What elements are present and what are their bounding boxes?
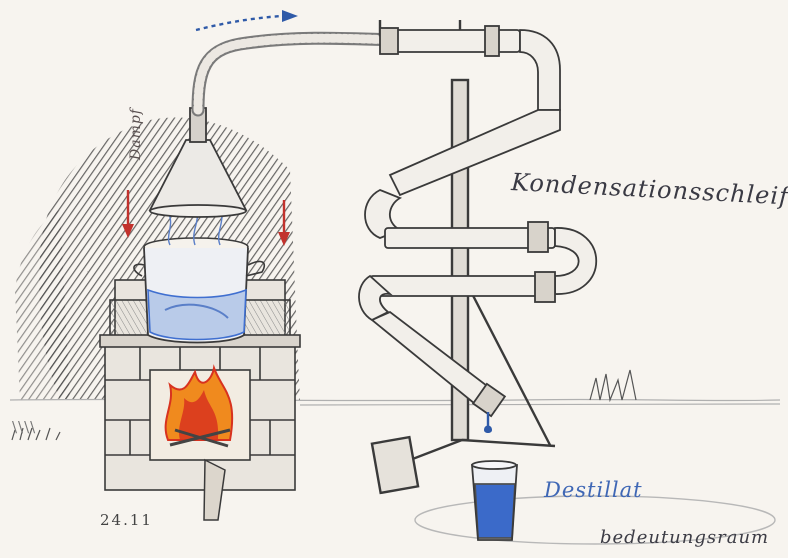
- inlet-pipe: [380, 26, 560, 110]
- date-label: 24.11: [100, 511, 153, 529]
- grass-note-label: \\\\: [12, 418, 36, 436]
- cooking-pot: [134, 238, 264, 343]
- flow-arrow-icon: [196, 10, 298, 30]
- flexible-hose: [198, 38, 395, 110]
- condenser-stand: [372, 20, 555, 493]
- steam-note-label: Dampf: [128, 108, 144, 160]
- stove-flue: [204, 460, 225, 520]
- distillate-label: Destillat: [544, 478, 643, 502]
- meaning-space-label: bedeutungsraum: [600, 527, 769, 548]
- condensation-loop: [359, 110, 596, 416]
